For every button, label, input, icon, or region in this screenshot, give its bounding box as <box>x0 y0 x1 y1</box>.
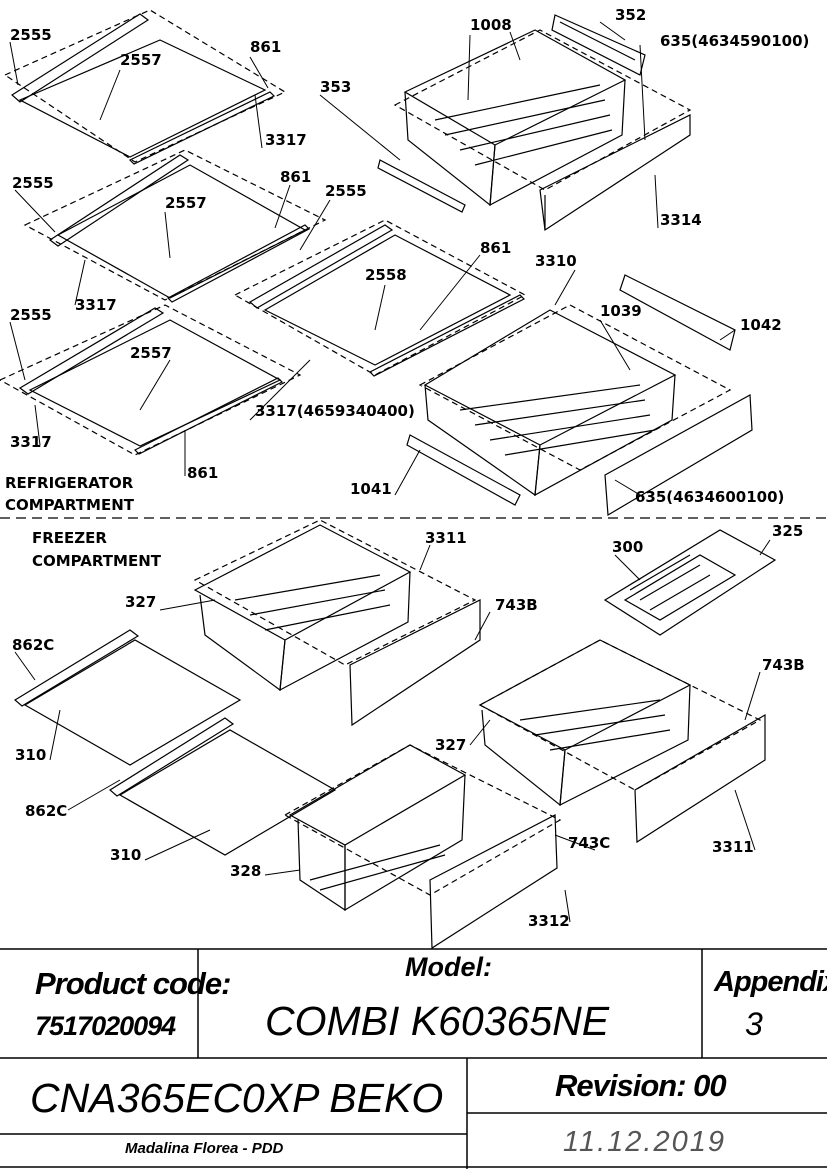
label-353: 353 <box>320 78 351 96</box>
label-862C-a: 862C <box>12 636 54 654</box>
freezer-label-line1: FREEZER <box>32 529 107 547</box>
label-861-b: 861 <box>280 168 311 186</box>
product-code-label: Product code: <box>35 966 231 1001</box>
label-3317-b: 3317 <box>75 296 117 314</box>
label-635-a: 635(4634590100) <box>660 32 809 50</box>
label-1041: 1041 <box>350 480 392 498</box>
label-3317-a: 3317 <box>265 131 307 149</box>
label-861-d: 861 <box>187 464 218 482</box>
model-value: COMBI K60365NE <box>265 998 610 1044</box>
label-862C-b: 862C <box>25 802 67 820</box>
product-code-value: 7517020094 <box>35 1011 176 1041</box>
author: Madalina Florea - PDD <box>125 1140 284 1157</box>
label-2557-b: 2557 <box>165 194 207 212</box>
part-labels: 2555 2557 861 3317 1008 352 635(46345901… <box>10 6 809 930</box>
label-1042: 1042 <box>740 316 782 334</box>
label-3311-b: 3311 <box>712 838 754 856</box>
freezer-drawer-lower <box>478 639 766 844</box>
label-743B-a: 743B <box>495 596 538 614</box>
label-310-a: 310 <box>15 746 46 764</box>
label-2555-d: 2555 <box>10 306 52 324</box>
rail-352 <box>551 14 646 76</box>
label-743B-b: 743B <box>762 656 805 674</box>
label-2557-a: 2557 <box>120 51 162 69</box>
label-1008: 1008 <box>470 16 512 34</box>
exploded-parts-diagram: 2555 2557 861 3317 1008 352 635(46345901… <box>0 6 827 950</box>
appendix-label: Appendix: <box>714 966 827 998</box>
glass-shelf-3 <box>0 304 302 456</box>
label-2558: 2558 <box>365 266 407 284</box>
label-3317-c: 3317 <box>10 433 52 451</box>
label-2555-b: 2555 <box>12 174 54 192</box>
rail-1041 <box>406 434 521 506</box>
freezer-basket <box>283 744 562 950</box>
label-310-b: 310 <box>110 846 141 864</box>
label-3310: 3310 <box>535 252 577 270</box>
rail-1042 <box>619 274 736 351</box>
label-2555-a: 2555 <box>10 26 52 44</box>
label-3317-number: 3317(4659340400) <box>255 402 415 420</box>
label-328: 328 <box>230 862 261 880</box>
crisper-drawer-lower <box>418 304 753 517</box>
label-1039: 1039 <box>600 302 642 320</box>
title-block: Product code: 7517020094 Model: COMBI K6… <box>0 948 827 1169</box>
label-2555-c: 2555 <box>325 182 367 200</box>
revision-date: 11.12.2019 <box>563 1126 726 1158</box>
label-3311-a: 3311 <box>425 529 467 547</box>
label-3312: 3312 <box>528 912 570 930</box>
crisper-drawer-upper <box>393 29 692 232</box>
section-labels: REFRIGERATOR COMPARTMENT FREEZER COMPART… <box>5 474 162 570</box>
label-743C: 743C <box>568 834 610 852</box>
glass-shelf-4 <box>233 219 527 377</box>
label-635-b: 635(4634600100) <box>635 488 784 506</box>
glass-shelf-2 <box>23 149 327 303</box>
leader-lines <box>9 21 771 923</box>
refrigerator-label-line2: COMPARTMENT <box>5 496 135 514</box>
freezer-glass-1 <box>13 629 242 766</box>
revision: Revision: 00 <box>555 1068 727 1103</box>
label-861-a: 861 <box>250 38 281 56</box>
label-300: 300 <box>612 538 643 556</box>
freezer-drawer-upper <box>193 519 481 727</box>
product-name: CNA365EC0XP BEKO <box>30 1075 444 1121</box>
label-2557-c: 2557 <box>130 344 172 362</box>
model-label: Model: <box>405 952 492 982</box>
label-325: 325 <box>772 522 803 540</box>
label-352: 352 <box>615 6 646 24</box>
glass-shelf-1 <box>3 9 287 165</box>
freezer-glass-2 <box>108 717 337 856</box>
label-327-a: 327 <box>125 593 156 611</box>
label-861-c: 861 <box>480 239 511 257</box>
label-3314: 3314 <box>660 211 702 229</box>
appendix-value: 3 <box>745 1006 763 1042</box>
label-327-b: 327 <box>435 736 466 754</box>
ice-tray <box>603 529 777 636</box>
rail-353 <box>377 159 466 213</box>
freezer-label-line2: COMPARTMENT <box>32 552 162 570</box>
refrigerator-label-line1: REFRIGERATOR <box>5 474 134 492</box>
